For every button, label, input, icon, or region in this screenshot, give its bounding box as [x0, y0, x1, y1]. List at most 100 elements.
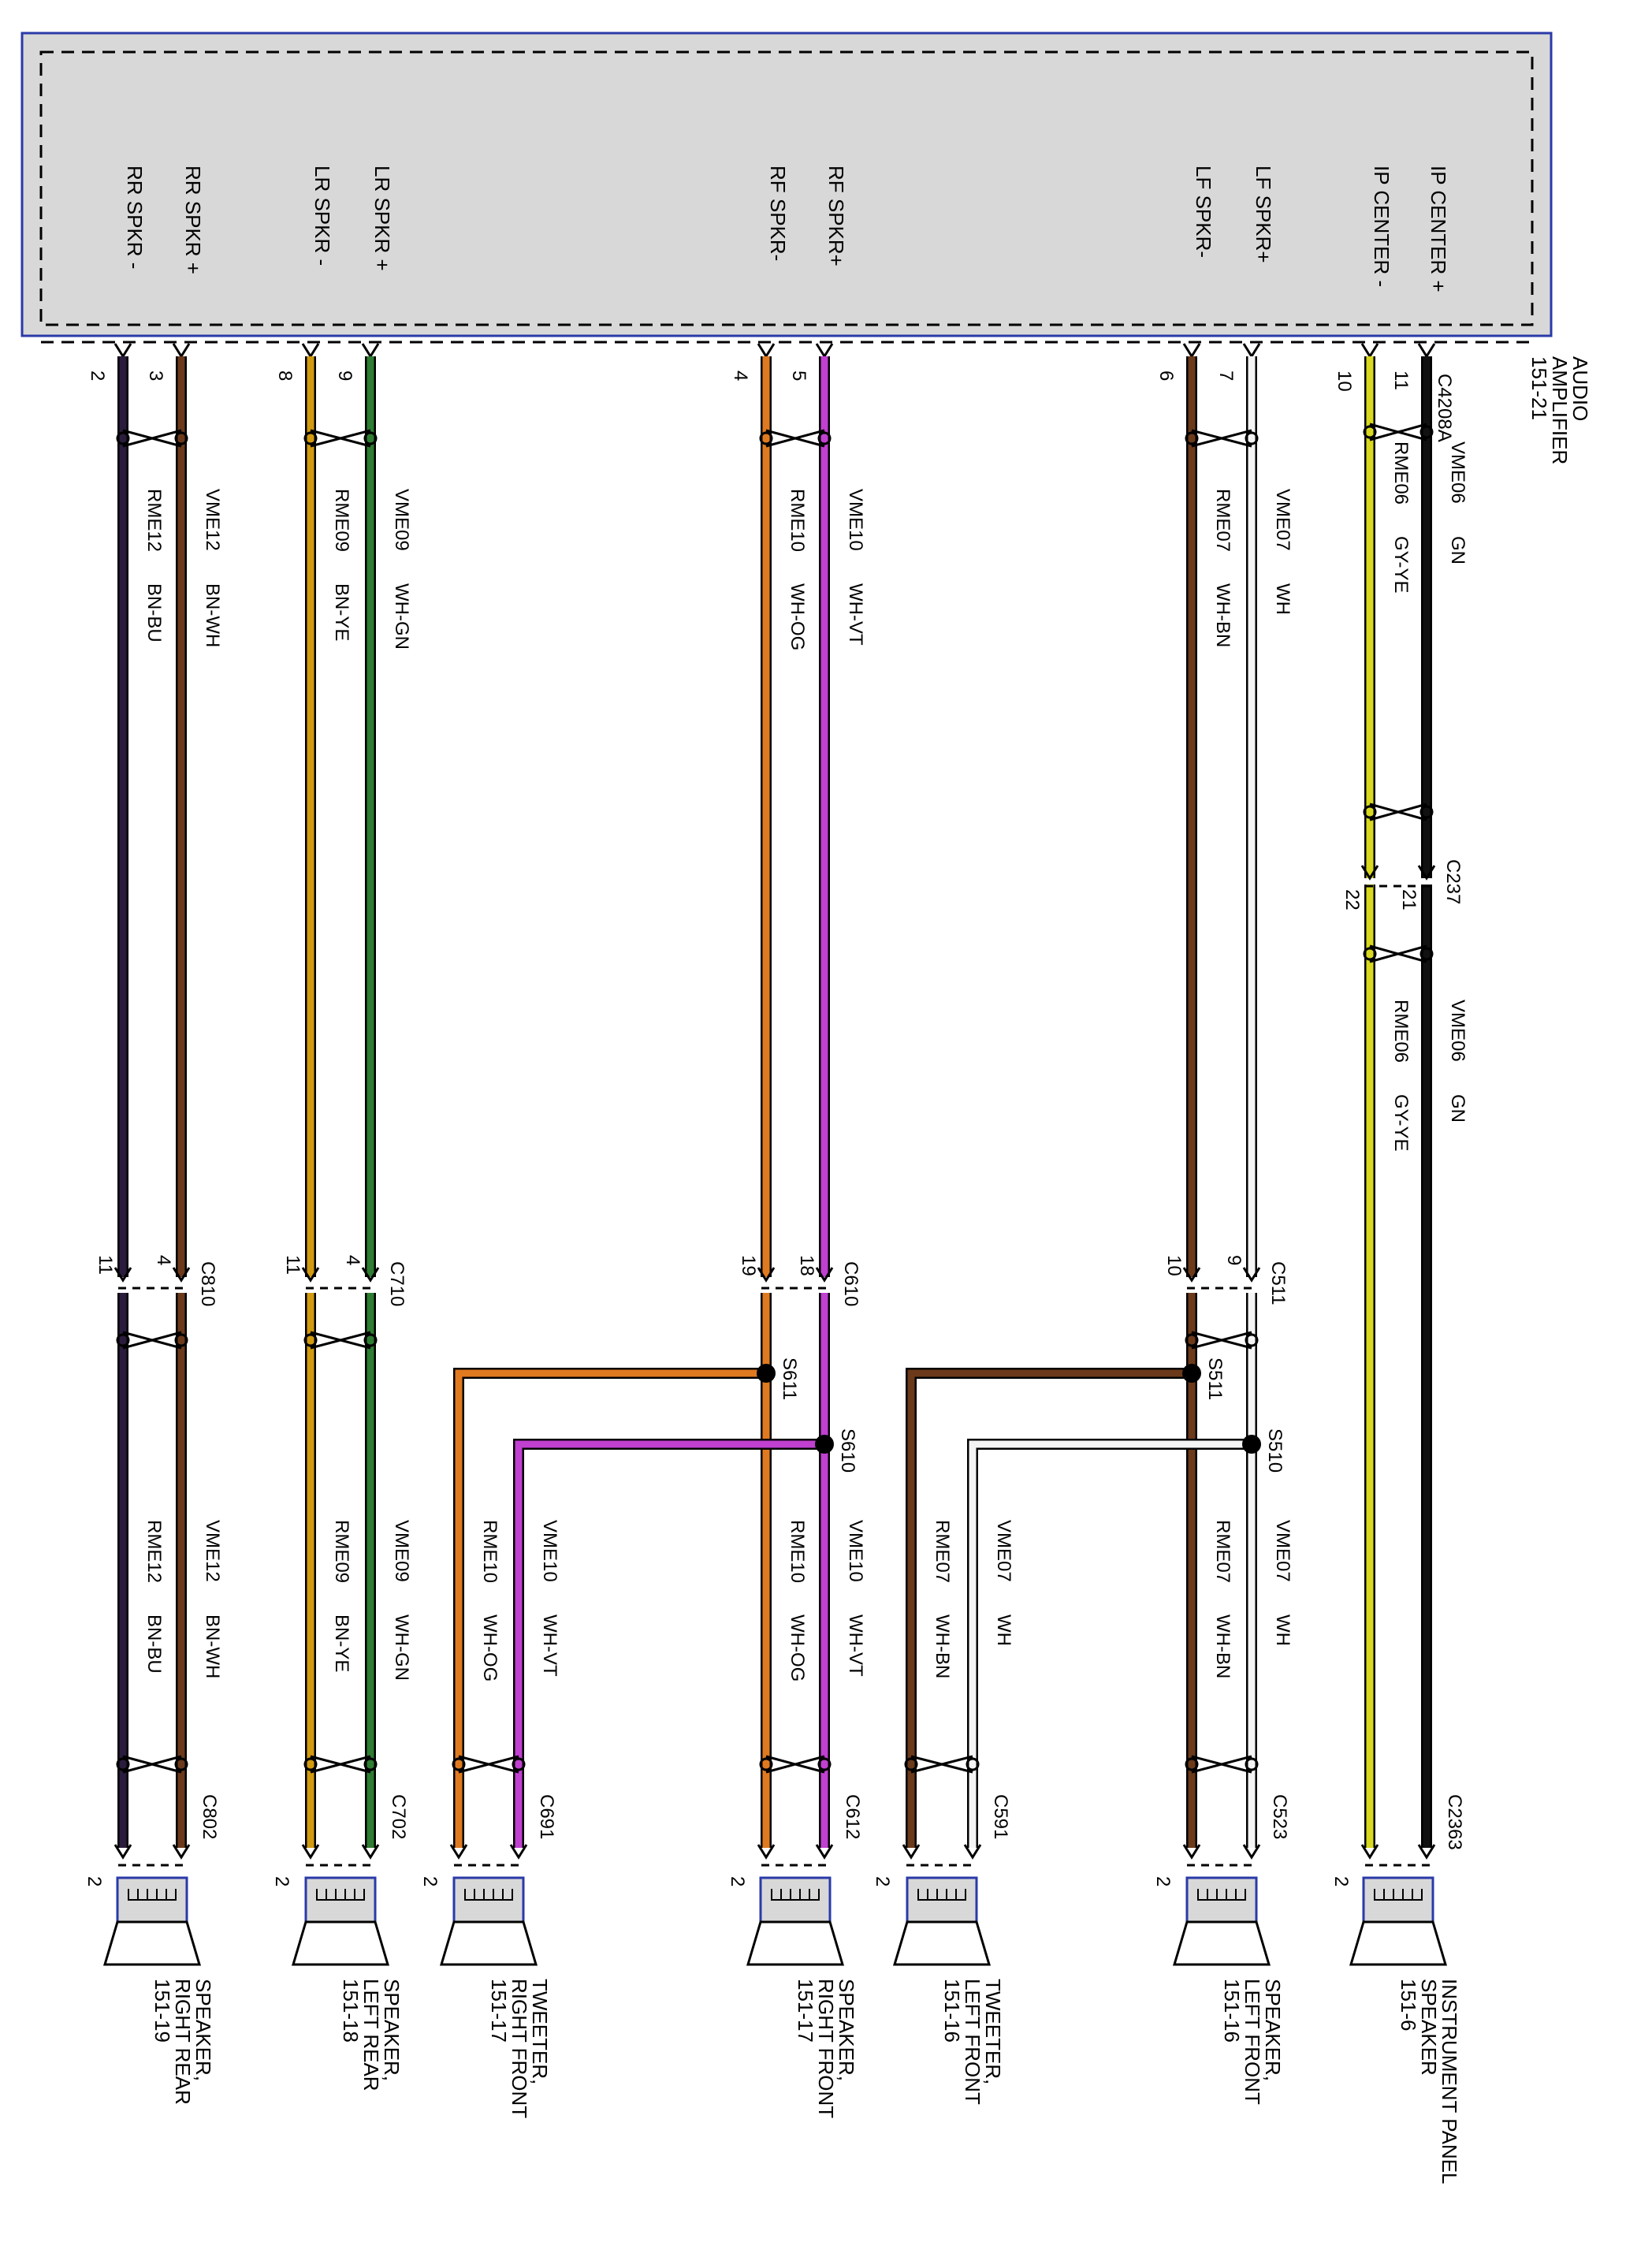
speaker-name: 151-17	[487, 1979, 511, 2043]
speaker-connector-label: C691	[536, 1794, 557, 1839]
connector-pin-arrow	[815, 343, 834, 359]
twisted-pair-marker	[1191, 1755, 1252, 1774]
connector-pin-arrow	[172, 1844, 191, 1860]
twisted-pair-marker	[303, 431, 318, 445]
connector-label: C810	[197, 1261, 218, 1306]
twisted-pair-marker	[817, 431, 832, 445]
connector-pin-arrow	[1182, 1267, 1201, 1283]
speaker-name: 151-16	[1220, 1979, 1244, 2043]
speaker-coil-icon	[1197, 1889, 1246, 1901]
wire-color-label: WH-GN	[391, 1614, 412, 1681]
connector-pin-number: 4	[153, 1255, 174, 1265]
speaker-pin-number: 2	[1330, 1876, 1352, 1886]
wire	[455, 1369, 766, 1848]
circuit-label: RME09	[331, 1520, 352, 1583]
speaker-name: SPEAKER,	[380, 1979, 404, 2081]
amplifier-pin-label: IP CENTER -	[1370, 166, 1393, 287]
amplifier-pin-number: 11	[1390, 371, 1412, 390]
speaker-pin-number: 2	[727, 1876, 748, 1886]
speaker-name: 151-19	[151, 1979, 174, 2043]
twisted-pair-marker	[759, 1757, 773, 1771]
twisted-pair-marker	[116, 431, 130, 445]
speaker-name: 151-18	[339, 1979, 363, 2043]
twisted-pair-marker	[174, 1757, 188, 1771]
amplifier-pin-label: LR SPKR -	[311, 166, 334, 266]
speaker-name: 151-6	[1397, 1979, 1420, 2032]
wire-color-label: WH-VT	[845, 1614, 866, 1677]
speaker-coil-icon	[1374, 1889, 1423, 1901]
twisted-pair-marker	[1245, 1333, 1259, 1347]
twisted-pair-marker	[1185, 1757, 1199, 1771]
circuit-label: RME07	[1212, 1520, 1233, 1583]
speaker-name: TWEETER,	[528, 1979, 552, 2084]
twisted-pair-marker	[303, 1757, 318, 1771]
twisted-pair-marker	[1191, 429, 1252, 448]
twisted-pair-marker	[765, 429, 825, 448]
twisted-pair-marker	[458, 1755, 519, 1774]
connector-pin-number: 11	[282, 1255, 303, 1275]
connector-pin-number: 18	[796, 1255, 817, 1276]
wire-color-label: BN-BU	[143, 583, 165, 642]
wire-color-label: WH-OG	[479, 1614, 500, 1682]
twisted-pair-marker	[759, 431, 773, 445]
wire-color-label: GY-YE	[1390, 1094, 1412, 1151]
amplifier-pin-label: LF SPKR-	[1192, 166, 1215, 258]
circuit-label: VME06	[1447, 1000, 1468, 1062]
speaker-name: RIGHT REAR	[171, 1979, 195, 2105]
amplifier-name: AUDIO	[1568, 356, 1592, 421]
connector-pin-arrow	[113, 1844, 132, 1860]
connector-pin-arrow	[361, 1267, 380, 1283]
circuit-label: VME07	[1272, 489, 1293, 551]
circuit-label: RME12	[143, 489, 165, 552]
connector-pin-arrow	[1242, 1844, 1261, 1860]
speaker-name: LEFT FRONT	[961, 1979, 984, 2105]
speaker-coil-icon	[771, 1889, 820, 1901]
speaker-cone-icon	[746, 1920, 845, 1966]
connector-pin-arrow	[815, 1267, 834, 1283]
twisted-pair-marker	[1419, 947, 1434, 961]
speaker-cone-icon	[1349, 1920, 1448, 1966]
amplifier-pin-number: 4	[730, 371, 751, 381]
speaker-coil-icon	[917, 1889, 966, 1901]
wire-color-label: WH-GN	[391, 583, 412, 650]
connector-pin-arrow	[1182, 343, 1201, 359]
twisted-pair-marker	[1363, 425, 1377, 439]
connector-pin-arrow	[1242, 343, 1261, 359]
wire-color-label: WH	[1272, 583, 1293, 615]
circuit-label: VME12	[202, 1520, 223, 1582]
connector-pin-arrow	[1182, 1844, 1201, 1860]
amplifier-pin-number: 9	[334, 371, 355, 381]
connector-pin-number: 9	[1223, 1255, 1245, 1265]
amplifier-pin-number: 8	[274, 371, 296, 381]
speaker-connector-label: C523	[1269, 1794, 1290, 1839]
wire-color-label: BN-WH	[202, 583, 223, 647]
twisted-pair-marker	[966, 1757, 980, 1771]
speaker-connector-label: C802	[199, 1794, 220, 1839]
speaker-coil-icon	[128, 1889, 177, 1901]
circuit-label: RME06	[1390, 1000, 1412, 1063]
amplifier-pin-label: IP CENTER +	[1427, 166, 1450, 292]
wire-color-label: WH-BN	[932, 1614, 953, 1678]
connector-pin-arrow	[509, 1844, 528, 1860]
amplifier-pin-label: RR SPKR +	[181, 166, 205, 274]
speaker-pin-number: 2	[84, 1876, 105, 1886]
twisted-pair-marker	[1191, 1331, 1252, 1350]
twisted-pair-marker	[1363, 947, 1377, 961]
circuit-label: VME10	[539, 1520, 560, 1582]
connector-pin-arrow	[361, 1844, 380, 1860]
amplifier-pin-number: 5	[788, 371, 809, 381]
wire-color-label: BN-YE	[331, 583, 352, 641]
wire-color-label: BN-BU	[143, 1614, 165, 1674]
speaker-name: 151-16	[940, 1979, 964, 2043]
amplifier-name: AMPLIFIER	[1548, 356, 1572, 464]
circuit-label: VME06	[1447, 441, 1468, 504]
connector-pin-arrow	[113, 1267, 132, 1283]
circuit-label: RME09	[331, 489, 352, 552]
connector-pin-number: 4	[342, 1255, 363, 1265]
connector-pin-arrow	[172, 343, 191, 359]
circuit-label: VME09	[391, 489, 412, 551]
circuit-label: RME10	[479, 1520, 500, 1583]
twisted-pair-marker	[310, 429, 371, 448]
wire-color-label: BN-YE	[331, 1614, 352, 1672]
connector-pin-arrow	[1242, 1267, 1261, 1283]
